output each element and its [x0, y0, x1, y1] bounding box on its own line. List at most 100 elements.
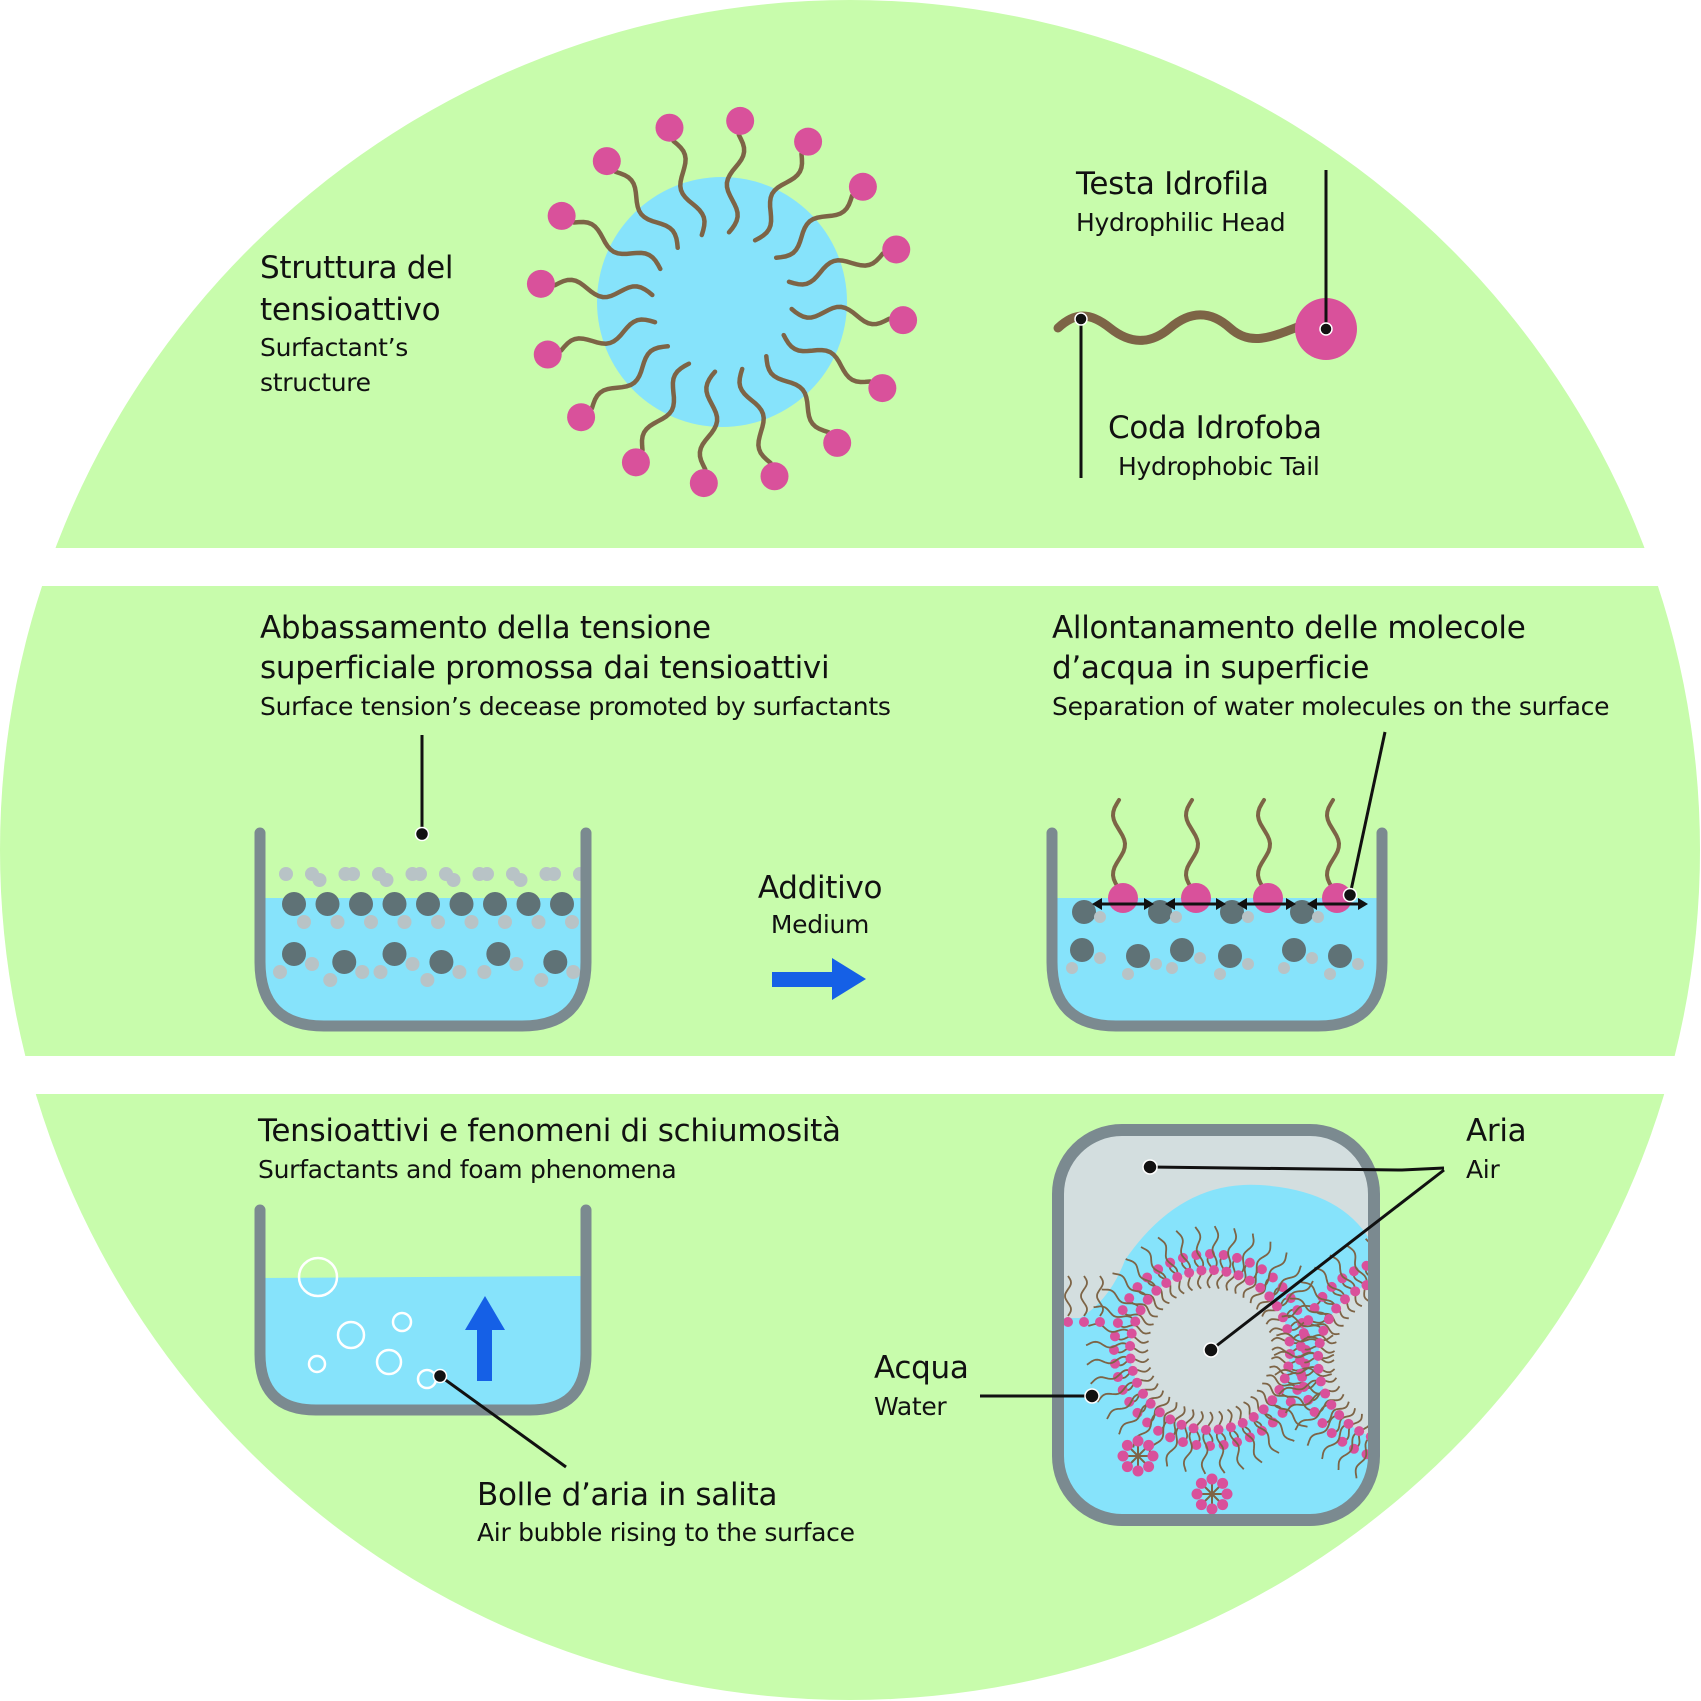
foam-diagram — [980, 1124, 1445, 1526]
hydrophilic-head — [689, 469, 718, 498]
hydrophilic-head — [1267, 1272, 1278, 1283]
hydrophilic-head — [1277, 1407, 1288, 1418]
head-label-en: Hydrophilic Head — [1076, 208, 1286, 237]
hydrophilic-head — [1184, 1267, 1195, 1278]
water-molecule — [531, 915, 546, 929]
water-molecule — [282, 892, 306, 916]
water-molecule — [449, 892, 474, 916]
water-molecule — [297, 915, 311, 929]
hydrophilic-head — [1191, 1249, 1202, 1260]
hydrophobic-tail — [773, 193, 855, 260]
hydrophilic-head — [1258, 1404, 1269, 1415]
hydrophilic-head — [1195, 1499, 1207, 1511]
hydrophobic-tail — [1269, 1265, 1302, 1298]
panel2-left-title-it-line1: Abbassamento della tensione — [260, 610, 711, 646]
separation-arrowhead — [1307, 898, 1317, 910]
hydrophobic-tail — [1252, 1416, 1280, 1454]
hydrophilic-head — [1318, 1325, 1329, 1336]
hydrophilic-head — [1350, 1286, 1361, 1297]
water-molecule — [1170, 911, 1182, 923]
hydrophilic-head — [1206, 1503, 1218, 1515]
water-label-it: Acqua — [874, 1350, 969, 1386]
hydrophilic-head — [547, 201, 576, 230]
hydrophobic-tail — [1307, 1319, 1340, 1336]
water-molecule — [282, 942, 306, 966]
hydrophobic-tail — [1112, 1272, 1149, 1301]
water-molecule — [543, 950, 568, 974]
tail-leader-dot — [1074, 312, 1088, 326]
hydrophilic-head — [1142, 1417, 1153, 1428]
hydrophobic-tail — [1200, 1429, 1209, 1475]
hydrophilic-head — [567, 403, 596, 432]
water-molecule — [486, 942, 511, 966]
water-molecule — [1150, 958, 1162, 970]
water-molecule — [1306, 952, 1318, 964]
hydrophilic-head — [1282, 1324, 1293, 1335]
water-molecule — [1242, 958, 1254, 970]
hydrophobic-tail — [1194, 1226, 1205, 1271]
water-molecule — [1278, 962, 1290, 974]
water-molecule — [429, 950, 454, 974]
arrow-label-it: Additivo — [757, 870, 883, 906]
panel2-right-title-it-line1: Allontanamento delle molecole — [1052, 610, 1526, 646]
hydrophilic-head — [1143, 1439, 1155, 1451]
hydrophobic-tail — [1324, 798, 1342, 897]
hydrophilic-head — [1108, 883, 1138, 913]
panel2-left-title-it-line2: superficiale promossa dai tensioattivi — [260, 650, 830, 686]
separation-arrowhead — [1358, 898, 1368, 910]
beaker-wall — [254, 827, 592, 1032]
hydrophilic-head — [823, 428, 852, 457]
additive-arrow — [772, 958, 866, 1000]
panel2-left-title-en: Surface tension’s decease promoted by su… — [260, 692, 891, 721]
hydrophilic-head — [1125, 1341, 1136, 1352]
separation-arrowhead — [1144, 898, 1154, 910]
hydrophobic-tail — [1110, 798, 1128, 897]
hydrophobic-tail — [1281, 1314, 1325, 1332]
hydrophilic-head — [1323, 1314, 1334, 1325]
hydrophilic-head — [1112, 1317, 1123, 1328]
hydrophobic-tail — [1229, 1426, 1245, 1470]
water-molecule — [413, 867, 427, 881]
water-molecule — [547, 867, 561, 881]
foam-bubble-air — [1318, 1278, 1374, 1442]
hydrophilic-head — [882, 235, 911, 264]
hydrophilic-head — [1177, 1437, 1188, 1448]
water-molecule — [379, 873, 394, 887]
water-molecule — [1094, 952, 1106, 964]
hydrophobic-tail — [737, 366, 773, 466]
hydrophobic-tail — [1249, 1241, 1272, 1282]
beaker-bubbles — [254, 1204, 592, 1469]
hydrophilic-head — [1283, 1361, 1294, 1372]
micelle-core — [597, 177, 847, 427]
arrow-shaft — [772, 972, 834, 987]
hydrophobic-tail — [558, 317, 658, 353]
hydrophilic-head — [1315, 1376, 1326, 1387]
hydrophilic-head — [1121, 1461, 1133, 1473]
hydrophilic-head — [726, 106, 755, 135]
hydrophilic-head — [1217, 1499, 1229, 1511]
hydrophobic-tail — [1284, 1392, 1326, 1414]
separation-arrowhead — [1092, 898, 1102, 910]
hydrophilic-head — [1295, 1341, 1306, 1352]
water-molecule — [1328, 944, 1352, 968]
head-label-it: Testa Idrofila — [1076, 166, 1269, 202]
hydrophilic-head — [1253, 883, 1283, 913]
hydrophobic-tail — [1303, 1332, 1337, 1345]
hydrophobic-tail — [613, 169, 680, 251]
hydrophilic-head — [1326, 1399, 1337, 1410]
separation-arrowhead — [1216, 898, 1226, 910]
water-molecule — [315, 892, 340, 916]
water-molecule — [446, 873, 461, 887]
water-molecule — [1290, 900, 1314, 924]
water-molecule — [1122, 968, 1134, 980]
panel3-title-it: Tensioattivi e fenomeni di schiumosità — [258, 1113, 841, 1149]
water-molecule — [1094, 911, 1106, 923]
panel2-right-title-it-line2: d’acqua in superficie — [1052, 650, 1370, 686]
hydrophilic-head — [1117, 1305, 1128, 1316]
hydrophilic-head — [1298, 1381, 1309, 1392]
hydrophobic-tail — [1294, 1403, 1332, 1431]
hydrophobic-tail — [786, 251, 886, 287]
hydrophilic-head — [1117, 1450, 1129, 1462]
hydrophobic-tail — [697, 369, 720, 472]
hydrophobic-tail — [1064, 1275, 1072, 1317]
